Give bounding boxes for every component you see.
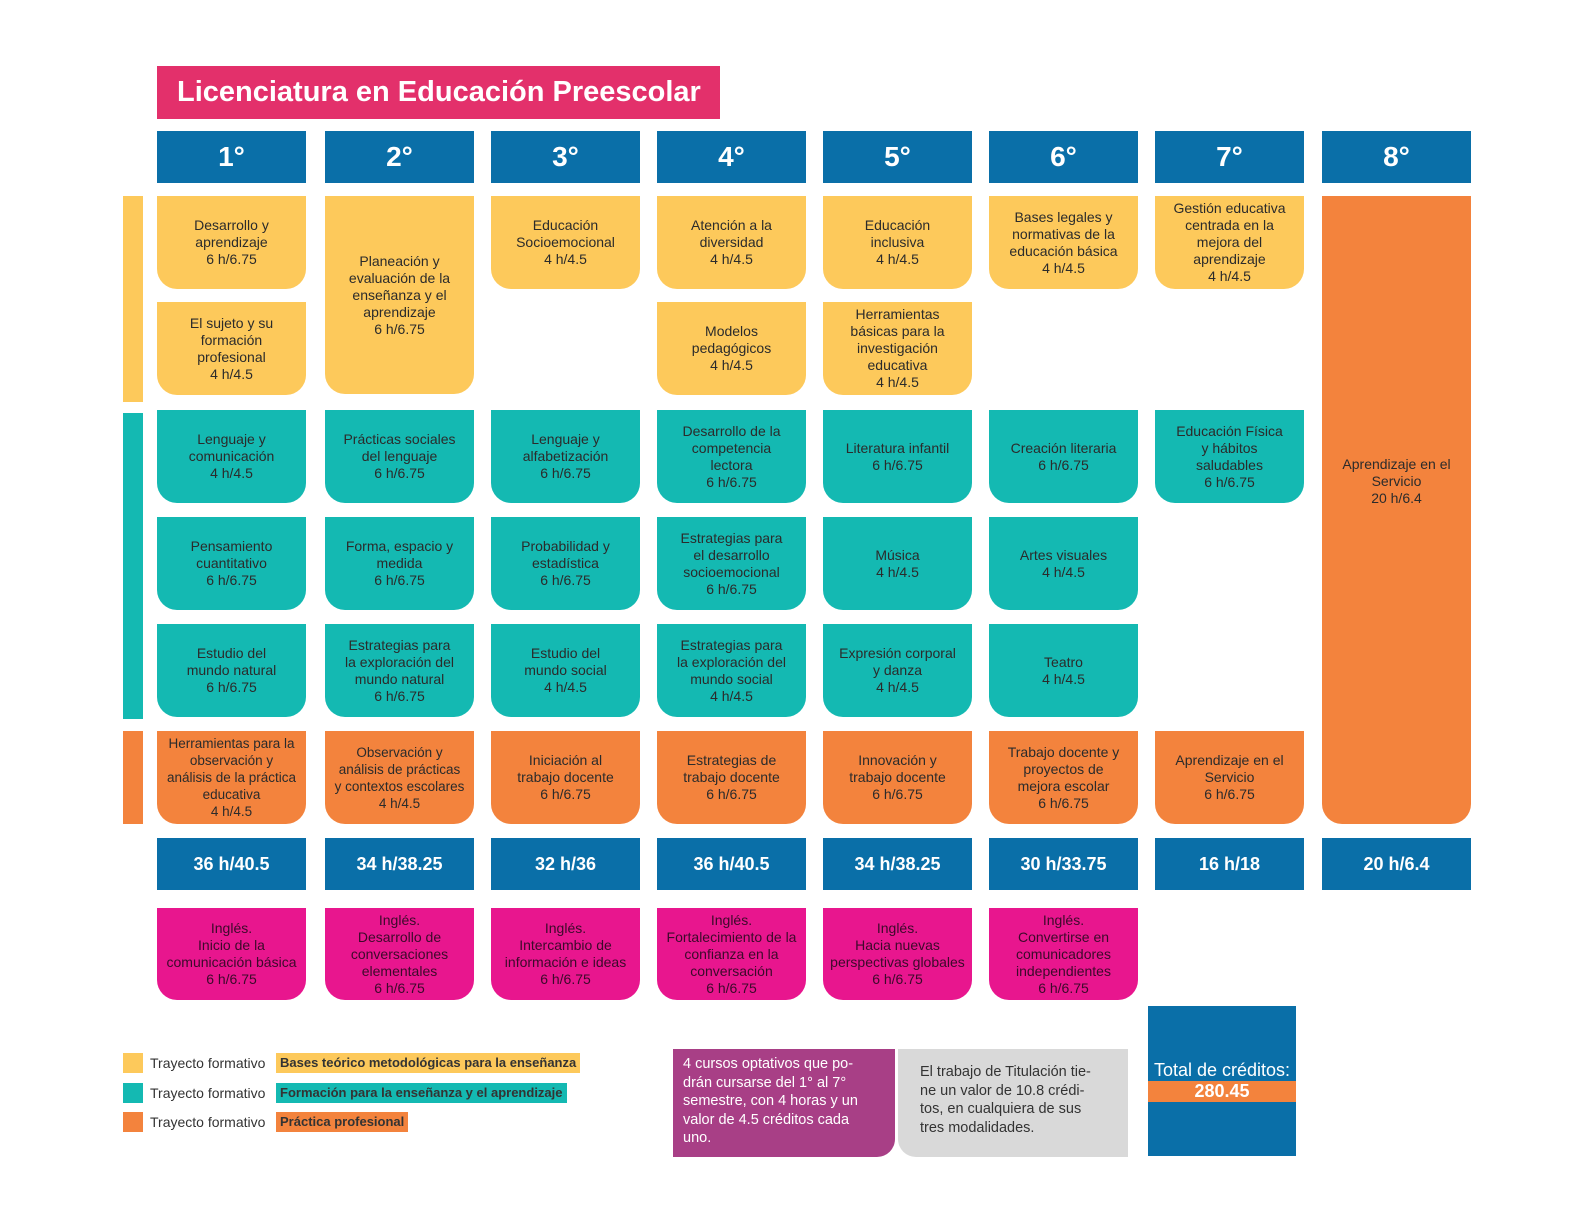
- total-credits-value: 280.45: [1148, 1081, 1296, 1102]
- semester-header: 3°: [491, 131, 640, 183]
- course-card: Innovación y trabajo docente 6 h/6.75: [823, 731, 972, 824]
- course-card: Bases legales y normativas de la educaci…: [989, 196, 1138, 289]
- track-bar-formacion: [123, 413, 143, 719]
- course-card: Música 4 h/4.5: [823, 517, 972, 610]
- course-card: Educación inclusiva 4 h/4.5: [823, 196, 972, 289]
- course-card: Iniciación al trabajo docente 6 h/6.75: [491, 731, 640, 824]
- course-card: Estudio del mundo social 4 h/4.5: [491, 624, 640, 717]
- semester-header: 1°: [157, 131, 306, 183]
- course-card: Probabilidad y estadística 6 h/6.75: [491, 517, 640, 610]
- course-card: Literatura infantil 6 h/6.75: [823, 410, 972, 503]
- legend-label: Trayecto formativo: [150, 1055, 266, 1071]
- semester-total: 36 h/40.5: [657, 838, 806, 890]
- course-card: Educación Física y hábitos saludables 6 …: [1155, 410, 1304, 503]
- semester-header: 8°: [1322, 131, 1471, 183]
- legend-swatch-formacion: [123, 1083, 143, 1103]
- legend-label: Trayecto formativo: [150, 1114, 266, 1130]
- semester-total: 32 h/36: [491, 838, 640, 890]
- course-card: Gestión educativa centrada en la mejora …: [1155, 196, 1304, 289]
- english-course-card: Inglés. Inicio de la comunicación básica…: [157, 908, 306, 1000]
- page-title: Licenciatura en Educación Preescolar: [157, 66, 720, 119]
- course-card: Desarrollo de la competencia lectora 6 h…: [657, 410, 806, 503]
- track-bar-bases: [123, 196, 143, 402]
- english-course-card: Inglés. Convertirse en comunicadores ind…: [989, 908, 1138, 1000]
- course-card: Herramientas básicas para la investigaci…: [823, 302, 972, 395]
- optional-courses-note: 4 cursos optativos que po- drán cursarse…: [673, 1049, 895, 1157]
- semester-total: 34 h/38.25: [325, 838, 474, 890]
- course-card: Estrategias para la exploración del mund…: [657, 624, 806, 717]
- semester-total: 36 h/40.5: [157, 838, 306, 890]
- course-card: Desarrollo y aprendizaje 6 h/6.75: [157, 196, 306, 289]
- english-course-card: Inglés. Hacia nuevas perspectivas global…: [823, 908, 972, 1000]
- course-card: Aprendizaje en el Servicio 6 h/6.75: [1155, 731, 1304, 824]
- legend-tag-formacion: Formación para la enseñanza y el aprendi…: [276, 1083, 567, 1103]
- course-card: Estrategias de trabajo docente 6 h/6.75: [657, 731, 806, 824]
- course-card: Planeación y evaluación de la enseñanza …: [325, 196, 474, 394]
- english-course-card: Inglés. Fortalecimiento de la confianza …: [657, 908, 806, 1000]
- course-card: Prácticas sociales del lenguaje 6 h/6.75: [325, 410, 474, 503]
- course-card: Trabajo docente y proyectos de mejora es…: [989, 731, 1138, 824]
- semester-header: 6°: [989, 131, 1138, 183]
- course-card: Observación y análisis de prácticas y co…: [325, 731, 474, 824]
- course-card: Estrategias para el desarrollo socioemoc…: [657, 517, 806, 610]
- course-card: El sujeto y su formación profesional 4 h…: [157, 302, 306, 395]
- course-card: Estrategias para la exploración del mund…: [325, 624, 474, 717]
- legend-tag-bases: Bases teórico metodológicas para la ense…: [276, 1053, 581, 1073]
- course-card: Herramientas para la observación y análi…: [157, 731, 306, 824]
- course-card: Creación literaria 6 h/6.75: [989, 410, 1138, 503]
- titulation-note: El trabajo de Titulación tie- ne un valo…: [898, 1049, 1128, 1157]
- semester-total: 30 h/33.75: [989, 838, 1138, 890]
- semester-total: 16 h/18: [1155, 838, 1304, 890]
- semester-total: 20 h/6.4: [1322, 838, 1471, 890]
- semester-header: 5°: [823, 131, 972, 183]
- course-card: Atención a la diversidad 4 h/4.5: [657, 196, 806, 289]
- course-card: Lenguaje y alfabetización 6 h/6.75: [491, 410, 640, 503]
- course-card: Expresión corporal y danza 4 h/4.5: [823, 624, 972, 717]
- legend-label: Trayecto formativo: [150, 1085, 266, 1101]
- course-card: Teatro 4 h/4.5: [989, 624, 1138, 717]
- legend-tag-practica: Práctica profesional: [276, 1112, 409, 1132]
- course-card: Estudio del mundo natural 6 h/6.75: [157, 624, 306, 717]
- semester-total: 34 h/38.25: [823, 838, 972, 890]
- course-card: Educación Socioemocional 4 h/4.5: [491, 196, 640, 289]
- course-card: Forma, espacio y medida 6 h/6.75: [325, 517, 474, 610]
- course-card: Artes visuales 4 h/4.5: [989, 517, 1138, 610]
- semester-header: 2°: [325, 131, 474, 183]
- legend-swatch-bases: [123, 1053, 143, 1073]
- legend-swatch-practica: [123, 1112, 143, 1132]
- track-bar-practica: [123, 731, 143, 824]
- semester-header: 4°: [657, 131, 806, 183]
- course-card: Modelos pedagógicos 4 h/4.5: [657, 302, 806, 395]
- semester-header: 7°: [1155, 131, 1304, 183]
- english-course-card: Inglés. Intercambio de información e ide…: [491, 908, 640, 1000]
- course-card: Lenguaje y comunicación 4 h/4.5: [157, 410, 306, 503]
- course-card-semester8: Aprendizaje en el Servicio 20 h/6.4: [1322, 196, 1471, 824]
- course-card: Pensamiento cuantitativo 6 h/6.75: [157, 517, 306, 610]
- english-course-card: Inglés. Desarrollo de conversaciones ele…: [325, 908, 474, 1000]
- total-credits-label: Total de créditos:: [1153, 1060, 1291, 1080]
